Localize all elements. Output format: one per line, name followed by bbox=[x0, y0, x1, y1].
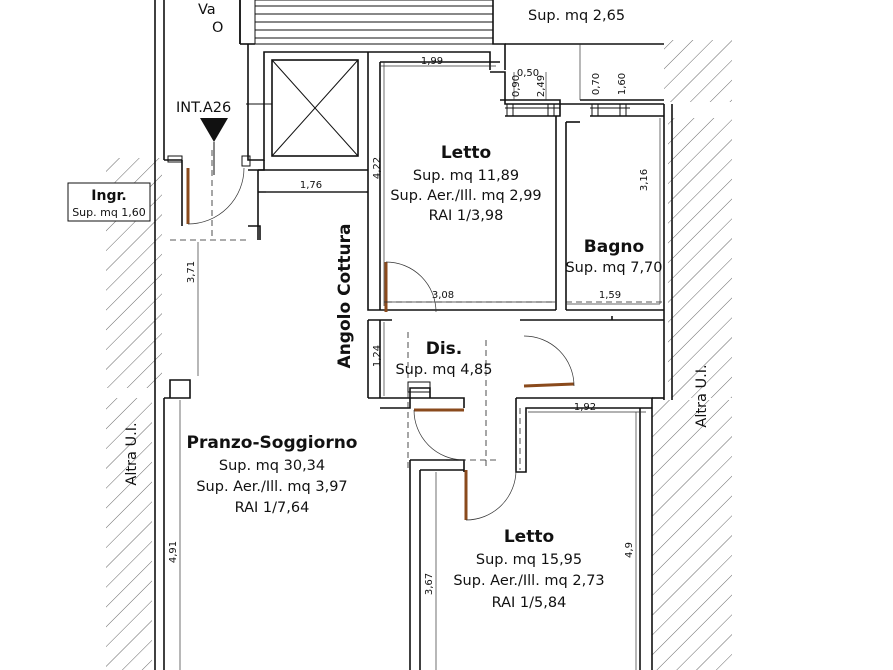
hatch-right bbox=[668, 118, 732, 398]
entrance-triangle-icon bbox=[200, 118, 228, 142]
letto2-area: Sup. mq 15,95 bbox=[476, 552, 582, 568]
pranzo-aer: Sup. Aer./Ill. mq 3,97 bbox=[196, 479, 347, 495]
letto1-aer: Sup. Aer./Ill. mq 2,99 bbox=[390, 188, 541, 204]
hatch-right-lower bbox=[652, 400, 732, 670]
top-partial-area: Sup. mq 2,65 bbox=[528, 8, 625, 24]
bagno-name: Bagno bbox=[584, 237, 644, 257]
pranzo-area: Sup. mq 30,34 bbox=[219, 458, 325, 474]
dim-491: 4,91 bbox=[168, 541, 179, 563]
dim-367: 3,67 bbox=[424, 573, 435, 595]
dim-316: 3,16 bbox=[639, 169, 650, 191]
elevator-shaft bbox=[271, 59, 359, 157]
dim-176: 1,76 bbox=[300, 180, 322, 191]
entrance-marker bbox=[167, 103, 431, 393]
dim-192: 1,92 bbox=[574, 402, 596, 413]
dim-070: 0,70 bbox=[591, 73, 602, 95]
dim-249: 2,49 bbox=[536, 75, 547, 97]
letto1-area: Sup. mq 11,89 bbox=[413, 168, 519, 184]
labels: Sup. mq 2,65 Va O INT.A26 Ingr. Sup. mq … bbox=[67, 2, 710, 611]
dim-160: 1,60 bbox=[617, 73, 628, 95]
door-bagno-dis bbox=[523, 382, 575, 388]
altra-ui-left: Altra U.I. bbox=[124, 422, 140, 485]
letto2-name: Letto bbox=[504, 527, 554, 547]
letto2-rai: RAI 1/5,84 bbox=[492, 595, 567, 611]
hatch-right-top bbox=[664, 40, 732, 102]
walls bbox=[154, 0, 673, 670]
letto1-name: Letto bbox=[441, 143, 491, 163]
dim-308: 3,08 bbox=[432, 290, 454, 301]
dim-371: 3,71 bbox=[186, 261, 197, 283]
dimension-lines bbox=[179, 44, 661, 670]
hatch-left-lower bbox=[106, 398, 152, 670]
int-label: INT.A26 bbox=[176, 100, 231, 116]
windows bbox=[163, 103, 630, 670]
ingr-name: Ingr. bbox=[91, 188, 126, 204]
dim-090: 0,90 bbox=[511, 75, 522, 97]
small-box bbox=[407, 381, 431, 393]
dashed-guides bbox=[170, 150, 664, 470]
dim-49: 4,9 bbox=[624, 542, 635, 558]
hatched-neighbour-areas bbox=[106, 40, 732, 670]
dim-050: 0,50 bbox=[517, 68, 539, 79]
angolo-cottura-label: Angolo Cottura bbox=[335, 224, 355, 369]
dis-name: Dis. bbox=[426, 339, 463, 359]
bagno-area: Sup. mq 7,70 bbox=[565, 260, 662, 276]
dim-124: 1,24 bbox=[372, 345, 383, 367]
letto1-rai: RAI 1/3,98 bbox=[429, 208, 504, 224]
dimension-texts: 1,99 0,50 0,90 2,49 0,70 1,60 3,16 4,22 … bbox=[168, 56, 650, 595]
dim-199: 1,99 bbox=[421, 56, 443, 67]
pranzo-name: Pranzo-Soggiorno bbox=[187, 433, 358, 453]
doors bbox=[186, 167, 575, 521]
stairs bbox=[254, 0, 494, 45]
altra-ui-right: Altra U.I. bbox=[694, 364, 710, 427]
letto2-aer: Sup. Aer./Ill. mq 2,73 bbox=[453, 573, 604, 589]
pranzo-rai: RAI 1/7,64 bbox=[235, 500, 310, 516]
ingr-box bbox=[67, 182, 151, 222]
top-partial-cut-left2: O bbox=[212, 20, 223, 36]
top-partial-cut-left: Va bbox=[198, 2, 216, 18]
dis-area: Sup. mq 4,85 bbox=[395, 362, 492, 378]
dim-159: 1,59 bbox=[599, 290, 621, 301]
ingr-area: Sup. mq 1,60 bbox=[72, 206, 146, 219]
dim-422: 4,22 bbox=[372, 157, 383, 179]
